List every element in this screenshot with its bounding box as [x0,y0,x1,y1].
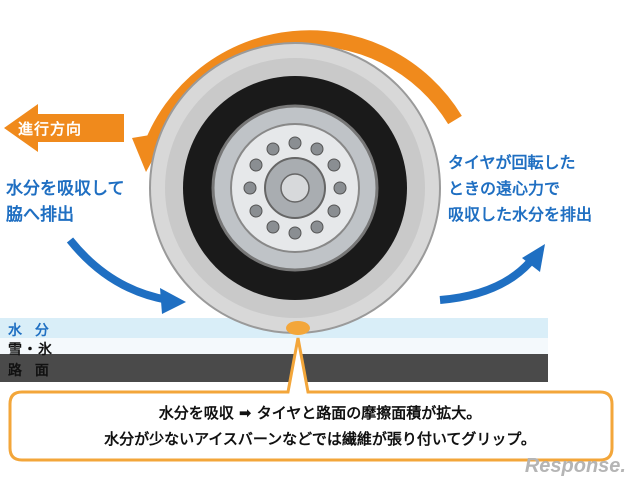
callout-bubble [8,337,614,462]
right-text: タイヤが回転した ときの遠心力で 吸収した水分を排出 [448,150,592,228]
discharge-arrow [439,259,533,304]
direction-label: 進行方向 [18,120,83,138]
contact-point [286,321,310,335]
callout-line-2: 水分が少ないアイスバーンなどでは繊維が張り付いてグリップ。 [104,430,536,448]
right-text-line: 吸収した水分を排出 [448,205,593,224]
absorb-arrow [66,237,169,304]
right-text-line: ときの遠心力で [448,179,561,198]
response-logo: Response. [524,455,626,477]
road-layer [0,354,548,382]
left-text-line: 水分を吸収して [6,179,125,199]
callout-line-1: 水分を吸収 ➡ タイヤと路面の摩擦面積が拡大。 [158,404,482,422]
snow-ice-layer-label: 雪・氷 [8,342,53,358]
water-layer-label: 水 分 [8,323,53,339]
lug-nuts [243,136,347,240]
left-text-line: 脇へ排出 [6,205,74,225]
discharge-arrowhead [522,244,545,272]
snow-ice-layer [0,338,548,356]
absorb-arrowhead [160,288,186,314]
direction-arrow-icon [4,104,124,152]
tire [149,42,441,334]
right-text-line: タイヤが回転した [448,153,576,172]
left-text: 水分を吸収して 脇へ排出 [6,176,125,228]
road-layer-label: 路 面 [8,363,53,379]
